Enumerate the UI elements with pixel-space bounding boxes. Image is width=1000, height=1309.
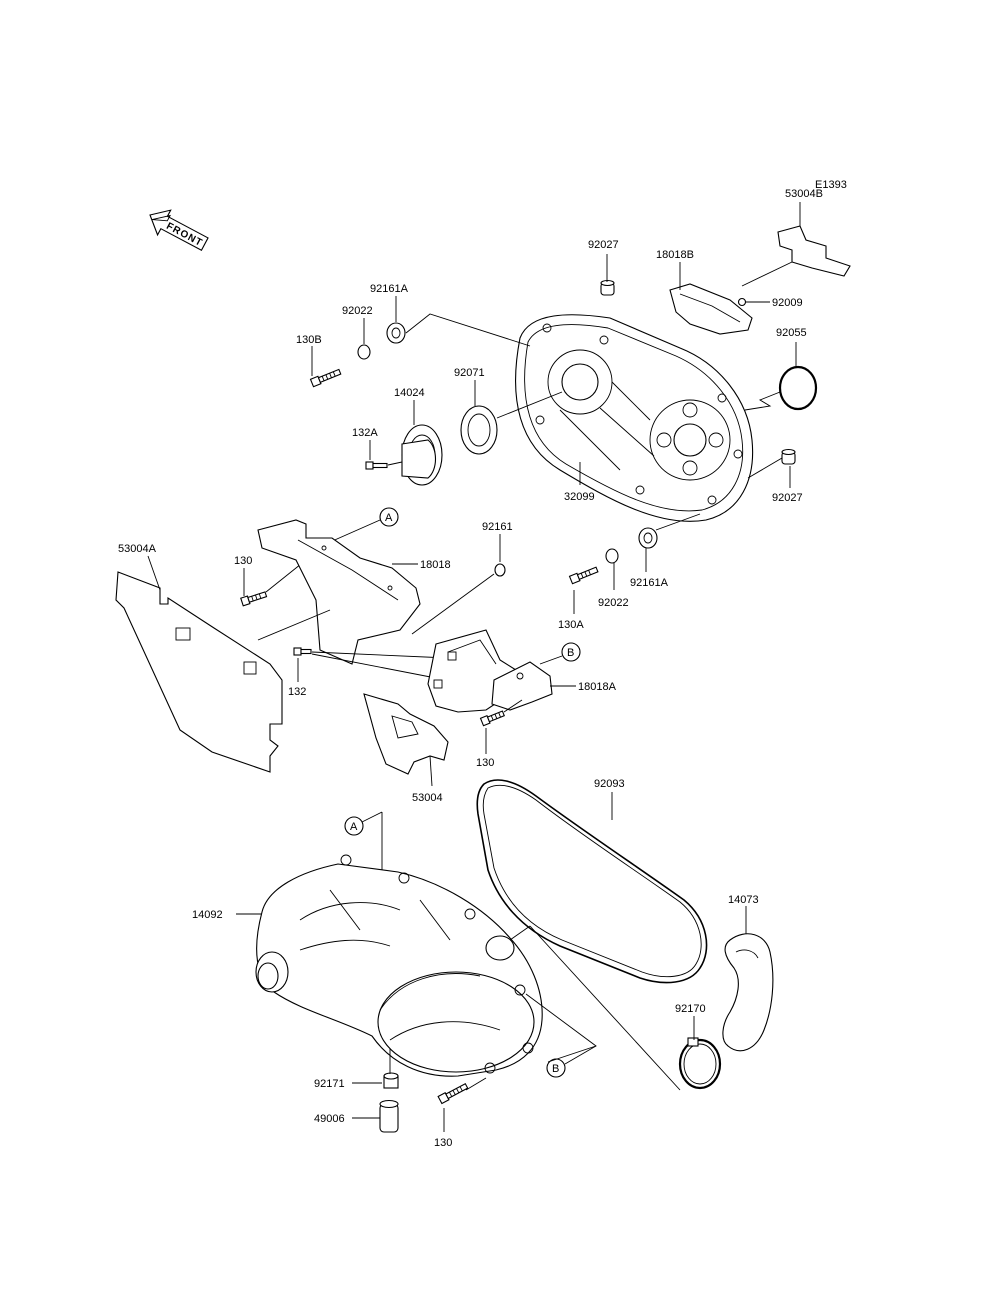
callout-B-bottom-label: B: [552, 1063, 559, 1075]
label-53004B: 53004B: [785, 188, 823, 200]
fitting-92171: [383, 1048, 399, 1089]
label-130-mid: 130: [476, 757, 494, 769]
cover-14024: [401, 424, 443, 486]
hose-49006: [379, 1099, 399, 1133]
bolt-132A: [365, 461, 388, 470]
label-18018: 18018: [420, 559, 451, 571]
label-14092: 14092: [192, 909, 223, 921]
label-130-bottom: 130: [434, 1137, 452, 1149]
insulator-53004B: [777, 225, 851, 277]
label-53004: 53004: [412, 792, 443, 804]
label-92171: 92171: [314, 1078, 345, 1090]
label-92161A-top: 92161A: [370, 283, 409, 295]
dowel-92027-right: [781, 448, 796, 465]
insulator-53004A: [115, 571, 283, 773]
label-92170: 92170: [675, 1003, 706, 1015]
label-92022-top: 92022: [342, 305, 373, 317]
cover-18018A: [491, 661, 553, 711]
label-92071: 92071: [454, 367, 485, 379]
label-92022-mid: 92022: [598, 597, 629, 609]
insulator-53004: [363, 693, 449, 775]
label-130-left: 130: [234, 555, 252, 567]
label-92161: 92161: [482, 521, 513, 533]
collar-92161A-mid: [638, 527, 658, 549]
front-arrow-icon: FRONT: [149, 209, 209, 252]
bolt-130B: [309, 368, 342, 388]
diagram-code: E1393: [815, 179, 847, 191]
gasket-92093: [476, 779, 708, 984]
bolt-130-mid: [479, 710, 505, 727]
callout-A-top-label: A: [385, 512, 393, 524]
label-92027-top: 92027: [588, 239, 619, 251]
bolt-130-bottom: [437, 1082, 469, 1105]
label-132A: 132A: [352, 427, 378, 439]
cover-18018: [257, 519, 421, 665]
label-92093: 92093: [594, 778, 625, 790]
bolt-132: [293, 647, 312, 656]
dowel-92027-top: [600, 279, 615, 296]
label-49006: 49006: [314, 1113, 345, 1125]
ring-92161: [494, 563, 506, 577]
callout-B-mid-label: B: [567, 647, 574, 659]
label-18018B: 18018B: [656, 249, 694, 261]
bracket-18018B: [669, 283, 753, 335]
label-92055: 92055: [776, 327, 807, 339]
callout-A-bottom-label: A: [350, 821, 358, 833]
label-32099: 32099: [564, 491, 595, 503]
washer-92022-mid: [605, 548, 619, 564]
label-14073: 14073: [728, 894, 759, 906]
callout-B-mid: [561, 642, 581, 662]
bolt-92009: [737, 297, 747, 307]
bolt-130A: [568, 566, 599, 585]
callout-A-top: [379, 507, 399, 527]
clutch-cover-32099: [515, 314, 754, 522]
inner-cover-14092: [255, 854, 543, 1077]
label-92161A-mid: 92161A: [630, 577, 669, 589]
label-14024: 14024: [394, 387, 425, 399]
washer-92022-top: [357, 344, 371, 360]
collar-92161A-top: [386, 322, 406, 344]
seal-92071: [460, 405, 498, 455]
label-18018A: 18018A: [578, 681, 617, 693]
duct-14073: [722, 933, 774, 1052]
label-53004A: 53004A: [118, 543, 157, 555]
label-92009: 92009: [772, 297, 803, 309]
clamp-92170: [678, 1037, 722, 1090]
label-130A: 130A: [558, 619, 584, 631]
callout-A-bottom: [344, 816, 364, 836]
label-132: 132: [288, 686, 306, 698]
oring-92055: [778, 365, 818, 411]
label-92027-right: 92027: [772, 492, 803, 504]
bolt-130-left: [240, 591, 268, 607]
label-130B: 130B: [296, 334, 322, 346]
